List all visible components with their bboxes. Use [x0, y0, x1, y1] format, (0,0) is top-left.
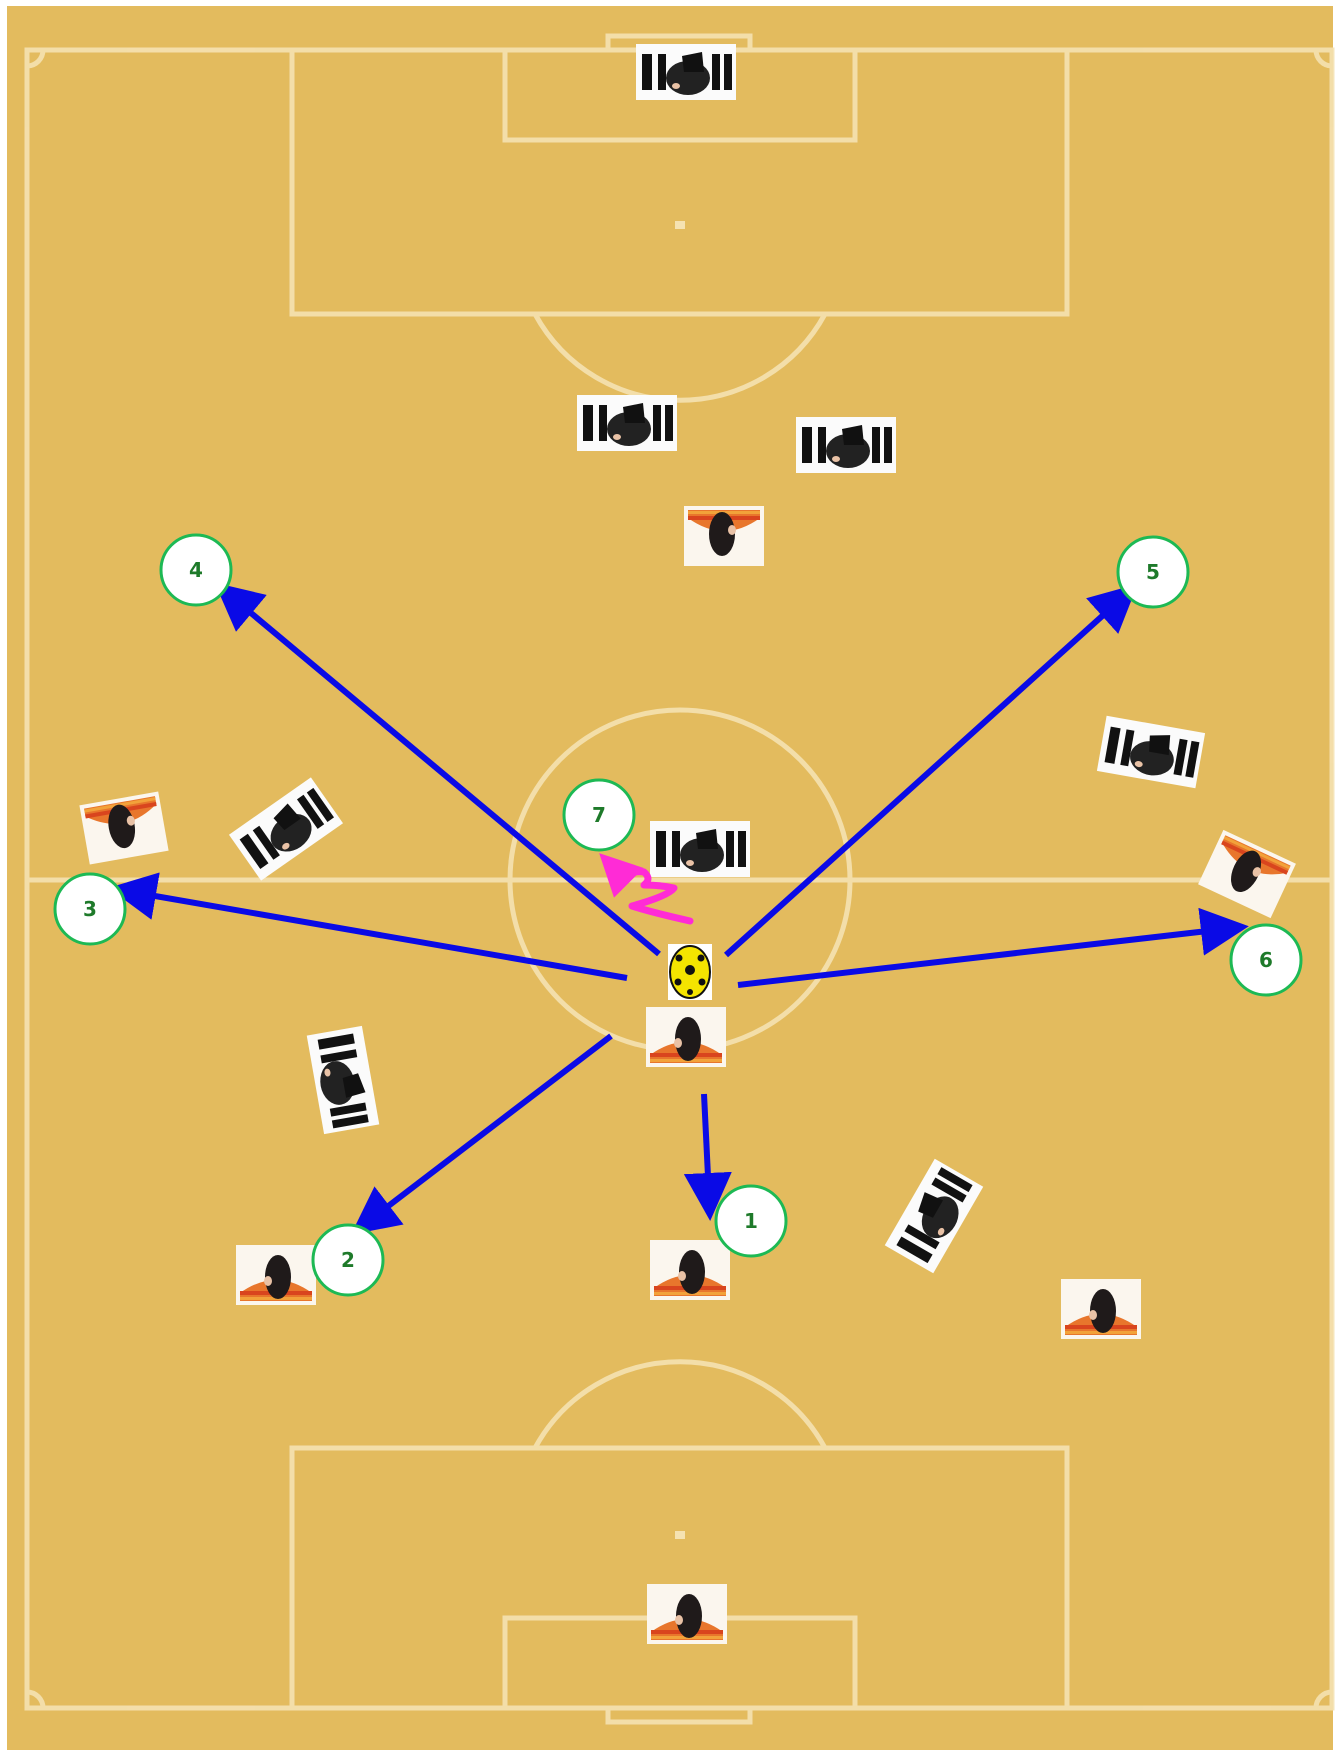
marker-label: 6 — [1259, 948, 1273, 972]
orange-team-player-icon — [646, 1007, 726, 1067]
marker-label: 5 — [1146, 560, 1160, 584]
marker-5: 5 — [1118, 537, 1188, 607]
marker-7: 7 — [564, 780, 634, 850]
penalty-spot-bottom — [675, 1531, 685, 1539]
orange-team-player-icon — [647, 1584, 727, 1644]
marker-3: 3 — [55, 874, 125, 944]
marker-6: 6 — [1231, 925, 1301, 995]
orange-team-player-icon — [684, 506, 764, 566]
penalty-spot-top — [675, 221, 685, 229]
marker-label: 1 — [744, 1209, 758, 1233]
striped-team-player-icon — [577, 395, 677, 451]
orange-team-player-icon — [650, 1240, 730, 1300]
striped-team-player-icon — [796, 417, 896, 473]
soccer-ball-icon — [668, 944, 712, 1000]
orange-team-player-icon — [1061, 1279, 1141, 1339]
marker-2: 2 — [313, 1225, 383, 1295]
marker-label: 7 — [592, 803, 606, 827]
marker-1: 1 — [716, 1186, 786, 1256]
orange-team-player-icon — [236, 1245, 316, 1305]
marker-4: 4 — [161, 535, 231, 605]
marker-label: 4 — [189, 558, 203, 582]
marker-label: 2 — [341, 1248, 355, 1272]
striped-team-player-icon — [636, 44, 736, 100]
striped-team-player-icon — [650, 821, 750, 877]
marker-label: 3 — [83, 897, 97, 921]
